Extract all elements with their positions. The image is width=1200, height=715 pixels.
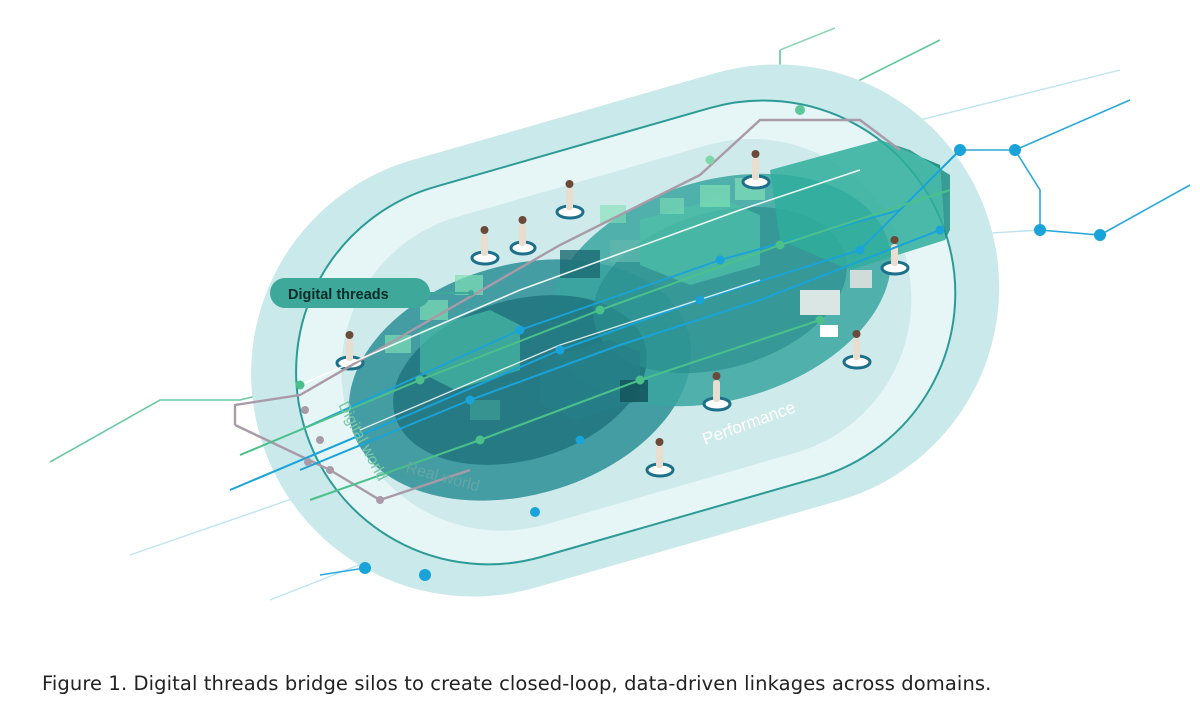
person-icon: [555, 180, 585, 220]
person-icon: [645, 438, 675, 478]
person-icon: [741, 150, 771, 190]
dashboard-panel-icon: [385, 178, 765, 353]
digital-threads-label: Digital threads: [288, 287, 389, 303]
person-icon: [509, 216, 537, 256]
digital-threads-callout: Digital threads: [270, 278, 474, 308]
figure-caption: Figure 1. Digital threads bridge silos t…: [42, 672, 992, 695]
people: [335, 150, 910, 478]
person-icon: [702, 372, 732, 412]
digital-thread-illustration: Digital world Real world Performance Dig…: [49, 27, 1191, 601]
person-icon: [880, 236, 910, 276]
person-icon: [470, 226, 500, 266]
thread-nodes: [295, 105, 1106, 581]
person-icon: [842, 330, 872, 370]
